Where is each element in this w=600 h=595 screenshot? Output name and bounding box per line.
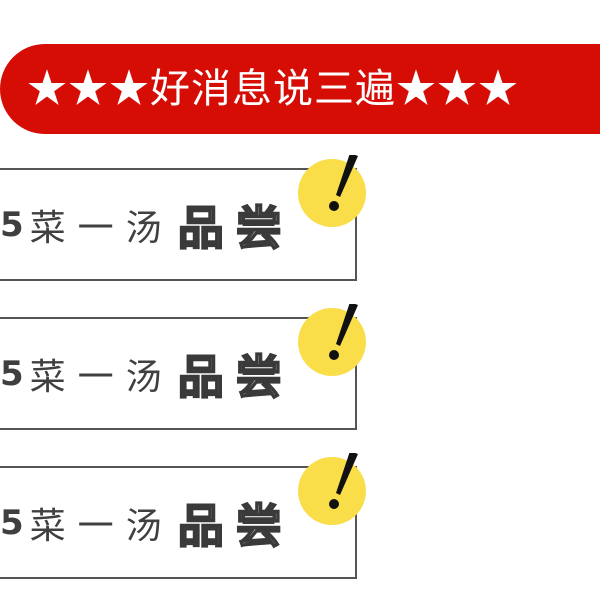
exclamation-icon: [296, 453, 368, 525]
card-text: 5 菜一汤 品尝: [0, 319, 294, 428]
card-plain-text: 菜一汤: [29, 207, 174, 249]
headline-banner: ★★★好消息说三遍★★★: [0, 44, 600, 134]
card-number: 5: [0, 502, 24, 543]
card-outline-text: 品尝: [177, 498, 294, 554]
card-outline-text: 品尝: [177, 349, 294, 405]
card-number: 5: [0, 204, 24, 245]
card-text: 5 菜一汤 品尝: [0, 170, 294, 279]
banner-text: ★★★好消息说三遍★★★: [27, 66, 519, 112]
card-outline-text: 品尝: [177, 200, 294, 256]
promo-card: 5 菜一汤 品尝: [0, 317, 357, 430]
promo-card: 5 菜一汤 品尝: [0, 466, 357, 579]
exclamation-icon: [296, 155, 368, 227]
exclamation-icon: [296, 304, 368, 376]
card-plain-text: 菜一汤: [29, 505, 174, 547]
card-number: 5: [0, 353, 24, 394]
card-text: 5 菜一汤 品尝: [0, 468, 294, 577]
card-plain-text: 菜一汤: [29, 356, 174, 398]
promo-card: 5 菜一汤 品尝: [0, 168, 357, 281]
